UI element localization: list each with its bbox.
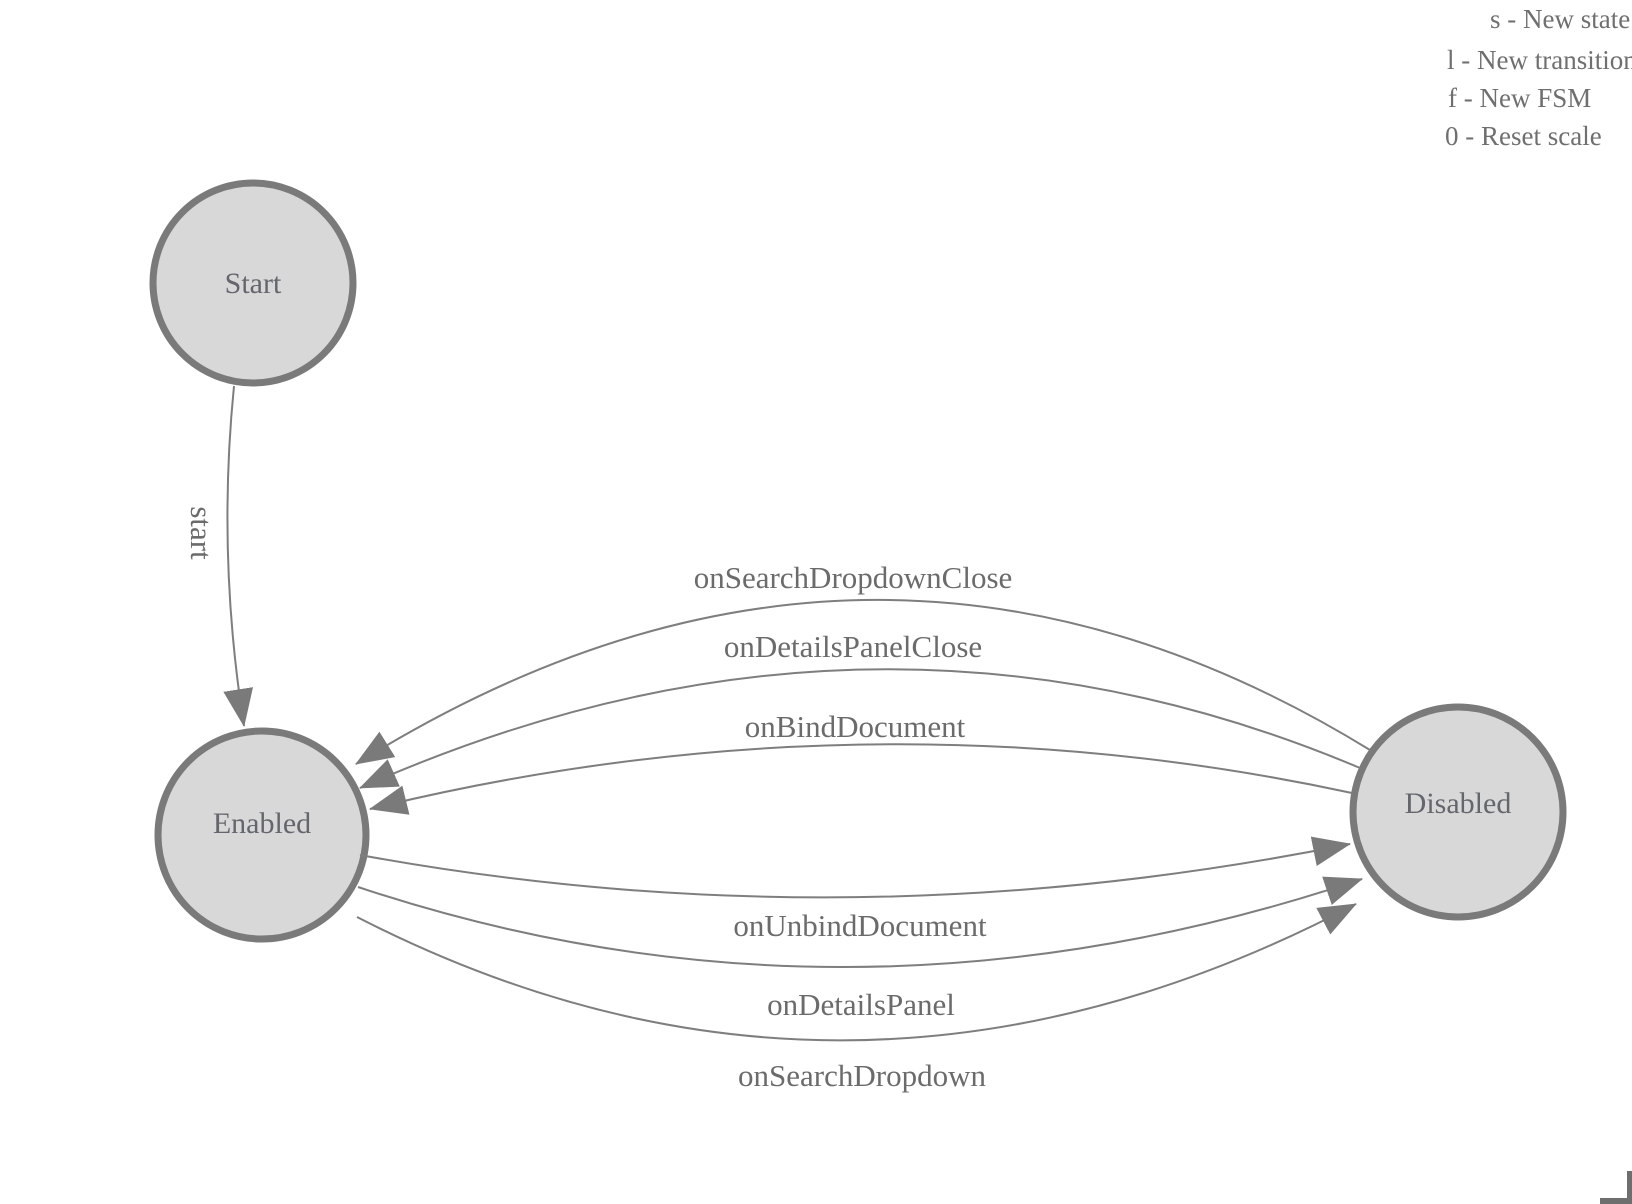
state-node-start[interactable]: Start — [149, 179, 357, 387]
transition-label-onDetailsPanelClose: onDetailsPanelClose — [724, 629, 982, 664]
legend-line-reset-scale: 0 - Reset scale — [1445, 121, 1602, 151]
transition-path-onUnbindDocument[interactable] — [359, 836, 1351, 899]
transition-label-start: start — [184, 506, 219, 560]
state-label-enabled: Enabled — [213, 807, 311, 840]
legend-line-new-fsm: f - New FSM — [1448, 83, 1592, 113]
state-label-disabled: Disabled — [1405, 787, 1512, 820]
transition-path-onSearchDropdownClose[interactable] — [355, 599, 1371, 765]
state-circle-start[interactable] — [149, 179, 357, 387]
transition-path-start[interactable] — [223, 385, 254, 727]
canvas-corner-bracket-vertical — [1627, 1171, 1632, 1204]
legend-line-new-state: s - New state — [1490, 4, 1631, 34]
state-circle-disabled[interactable] — [1349, 703, 1567, 921]
transition-path-onDetailsPanelClose[interactable] — [359, 668, 1361, 789]
transition-label-onSearchDropdown: onSearchDropdown — [738, 1058, 986, 1093]
shortcut-legend: s - New state l - New transition f - New… — [0, 0, 1632, 170]
state-node-enabled[interactable]: Enabled — [154, 727, 370, 943]
state-circle-enabled[interactable] — [154, 727, 370, 943]
transition-label-onDetailsPanel: onDetailsPanel — [767, 987, 955, 1022]
transition-path-onBindDocument[interactable] — [369, 743, 1353, 815]
transition-label-onSearchDropdownClose: onSearchDropdownClose — [694, 560, 1013, 595]
transition-edge-onBindDocument[interactable]: onBindDocument — [369, 709, 1353, 815]
transition-path-onDetailsPanel[interactable] — [357, 876, 1363, 969]
canvas-corner-bracket-horizontal — [1600, 1198, 1632, 1204]
transition-path-onSearchDropdown[interactable] — [356, 903, 1357, 1042]
transition-edge-start[interactable]: start — [184, 385, 254, 727]
transition-edge-onUnbindDocument[interactable]: onUnbindDocument — [359, 836, 1351, 943]
transition-edge-onDetailsPanel[interactable]: onDetailsPanel — [357, 876, 1363, 1022]
transition-edge-onSearchDropdownClose[interactable]: onSearchDropdownClose — [355, 560, 1371, 765]
state-node-disabled[interactable]: Disabled — [1349, 703, 1567, 921]
transition-edge-onSearchDropdown[interactable]: onSearchDropdown — [356, 903, 1357, 1093]
transition-label-onBindDocument: onBindDocument — [745, 709, 966, 744]
state-label-start: Start — [225, 267, 282, 300]
transition-label-onUnbindDocument: onUnbindDocument — [733, 908, 987, 943]
transition-edge-onDetailsPanelClose[interactable]: onDetailsPanelClose — [359, 629, 1361, 789]
legend-line-new-transition: l - New transition — [1447, 45, 1632, 75]
